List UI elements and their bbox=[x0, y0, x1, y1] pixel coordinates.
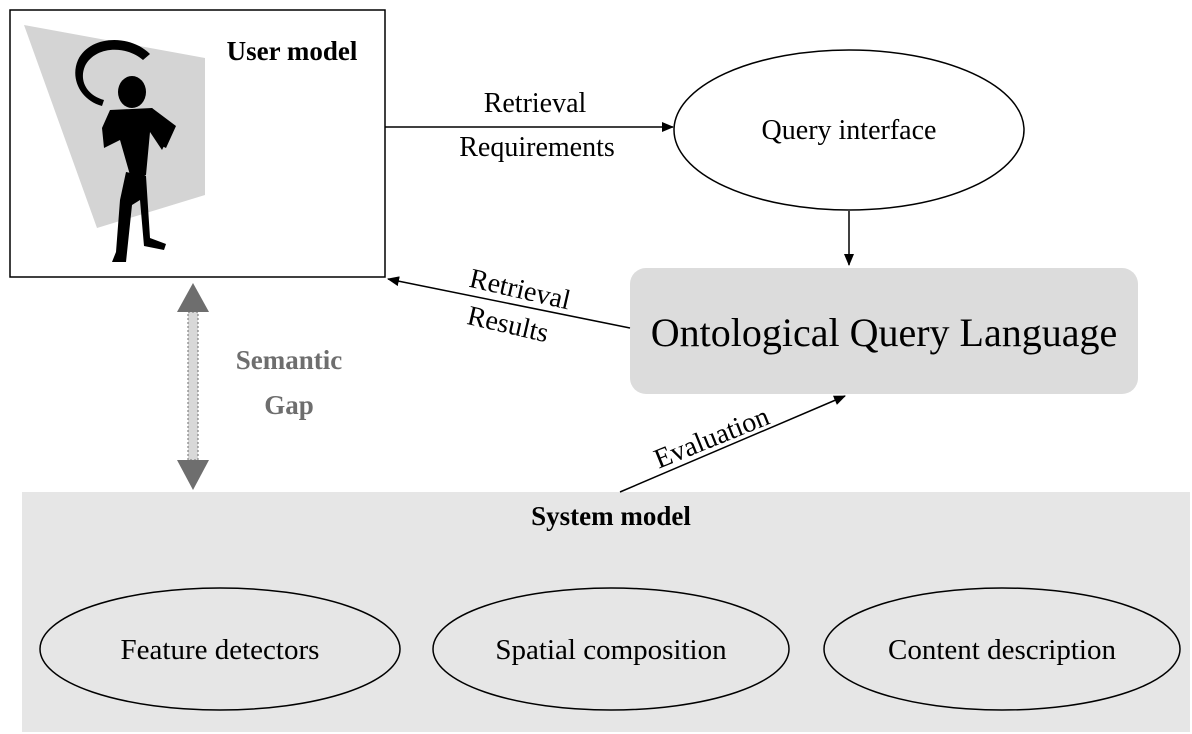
ontological-query-language-label: Ontological Query Language bbox=[651, 310, 1118, 355]
ontological-query-language-box bbox=[630, 268, 1138, 394]
spatial-composition-label: Spatial composition bbox=[495, 634, 727, 666]
retrieval-requirements-line1: Retrieval bbox=[484, 88, 587, 119]
evaluation-arrow bbox=[619, 395, 846, 493]
semantic-gap-line1: Semantic bbox=[236, 345, 343, 375]
semantic-gap-arrowhead-up bbox=[177, 283, 209, 312]
query-interface-node: Query interface bbox=[673, 49, 1025, 211]
semantic-gap-shaft bbox=[187, 311, 199, 461]
user-silhouette-icon bbox=[75, 40, 176, 262]
semantic-gap-arrow bbox=[177, 283, 209, 490]
semantic-gap-arrowhead-down bbox=[177, 460, 209, 490]
evaluation-label: Evaluation bbox=[650, 401, 774, 475]
spatial-composition-ellipse bbox=[432, 587, 790, 711]
content-description-ellipse bbox=[823, 587, 1181, 711]
content-description-label: Content description bbox=[888, 634, 1116, 666]
semantic-gap-line2: Gap bbox=[264, 390, 314, 420]
query-interface-ellipse bbox=[673, 49, 1025, 211]
user-model-title: User model bbox=[227, 36, 358, 66]
feature-detectors-ellipse bbox=[39, 587, 401, 711]
query-interface-label: Query interface bbox=[762, 115, 937, 146]
ontological-query-language-node: Ontological Query Language bbox=[630, 268, 1138, 394]
feature-detectors-label: Feature detectors bbox=[121, 634, 320, 666]
system-model-title: System model bbox=[531, 501, 691, 531]
retrieval-results-arrow bbox=[387, 276, 631, 329]
system-component-spatial-composition: Spatial composition bbox=[432, 587, 790, 711]
retrieval-requirements-line2: Requirements bbox=[459, 132, 615, 163]
user-model-box: User model bbox=[9, 9, 386, 278]
system-component-feature-detectors: Feature detectors bbox=[39, 587, 401, 711]
system-component-content-description: Content description bbox=[823, 587, 1181, 711]
